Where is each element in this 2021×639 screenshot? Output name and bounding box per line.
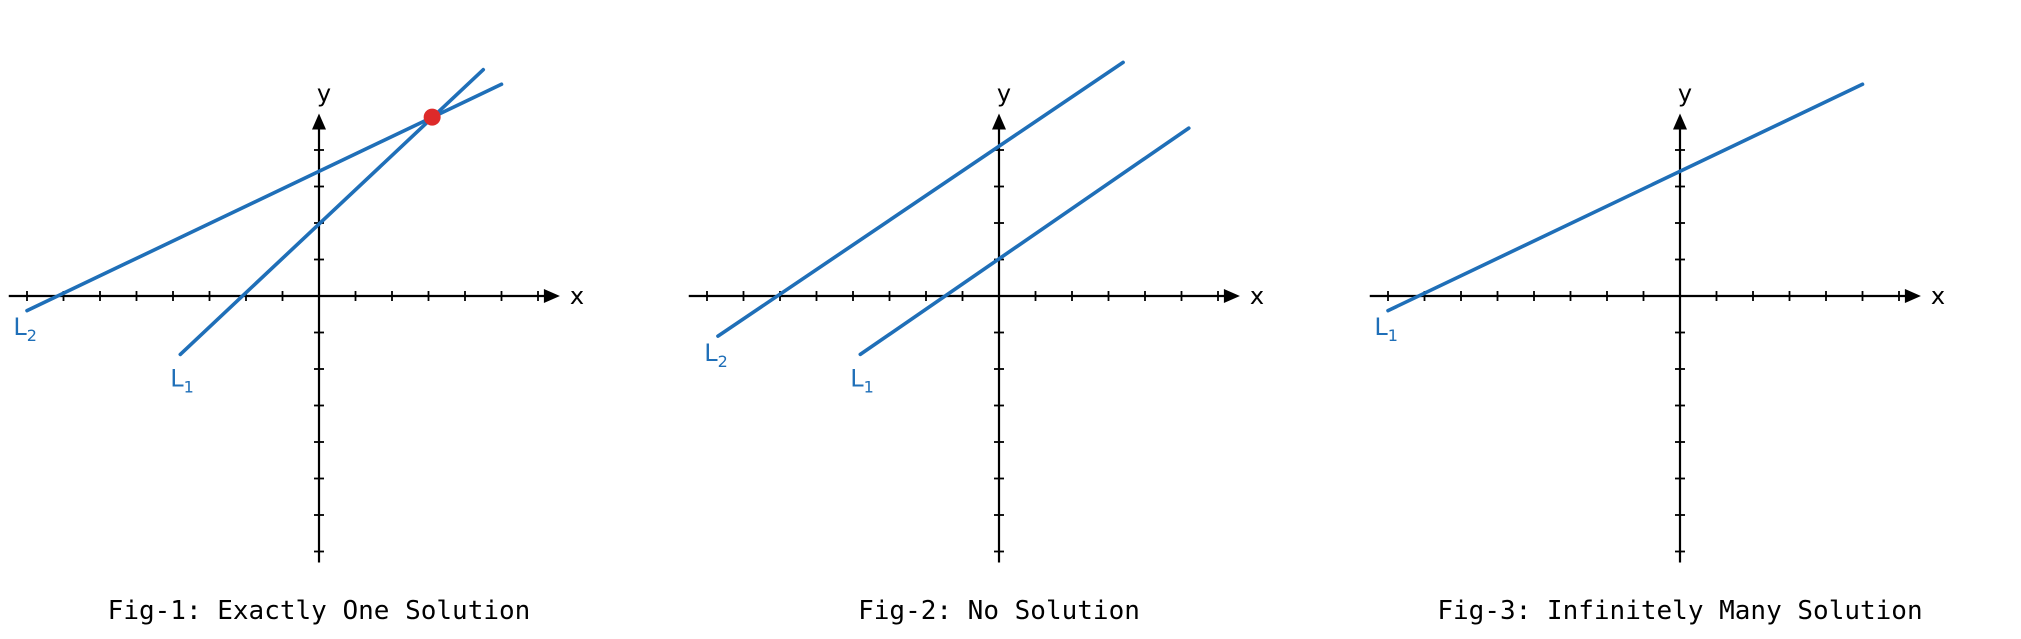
x-axis-label: x [570, 282, 584, 310]
line-label-l2: L2 [13, 313, 37, 345]
x-axis-label: x [1931, 282, 1945, 310]
line-label-l1: L1 [850, 364, 874, 396]
x-axis-arrow-icon [1223, 289, 1240, 303]
caption-fig-2: Fig-2: No Solution [858, 596, 1140, 626]
x-axis-arrow-icon [1904, 289, 1921, 303]
intersection-point [423, 108, 441, 126]
line-label-l1: L1 [1374, 313, 1398, 345]
panel-fig-3: Fig-3: Infinitely Many Solution x yL1 [1369, 80, 1945, 626]
y-axis-arrow-icon [992, 113, 1006, 130]
line-l2 [716, 60, 1125, 338]
y-axis-label: y [997, 80, 1011, 108]
line-label-l2: L2 [704, 339, 728, 371]
y-axis-label: y [317, 80, 331, 108]
y-axis-arrow-icon [1673, 113, 1687, 130]
caption-fig-3: Fig-3: Infinitely Many Solution [1437, 596, 1922, 626]
y-axis-label: y [1678, 80, 1692, 108]
x-axis-label: x [1250, 282, 1264, 310]
line-label-l1: L1 [170, 364, 194, 396]
panel-fig-2: Fig-2: No Solution x yL1 L2 [688, 60, 1264, 626]
line-l1 [858, 126, 1191, 357]
panel-fig-1: Fig-1: Exactly One Solution x yL1 L2 [8, 67, 584, 626]
y-axis-arrow-icon [312, 113, 326, 130]
x-axis-arrow-icon [543, 289, 560, 303]
line-l2 [25, 82, 504, 313]
caption-fig-1: Fig-1: Exactly One Solution [108, 596, 531, 626]
line-l1 [1386, 82, 1865, 313]
